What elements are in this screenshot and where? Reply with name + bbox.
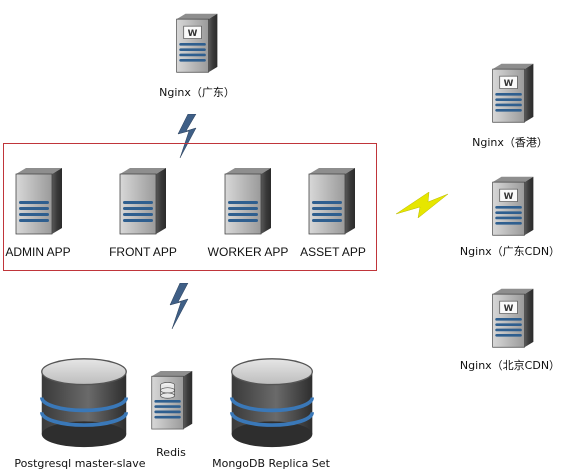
nginx-beijing-cdn-node	[490, 287, 536, 349]
redis-node	[150, 368, 194, 432]
nginx-guangdong-cdn-label: Nginx（广东CDN）	[459, 245, 561, 258]
redis-label: Redis	[156, 446, 186, 459]
asset-app-node	[307, 166, 357, 236]
database-cylinder-icon	[40, 357, 128, 449]
nginx-guangdong-cdn-node	[490, 175, 536, 237]
asset-app-label: ASSET APP	[300, 245, 366, 259]
database-cylinder-icon	[230, 357, 314, 449]
nginx-hongkong-label: Nginx（香港）	[472, 136, 548, 149]
nginx-beijing-cdn-label: Nginx（北京CDN）	[459, 359, 561, 372]
admin-app-node	[14, 166, 64, 236]
link-apps-to-cdn-icon	[396, 192, 448, 218]
front-app-node	[118, 166, 168, 236]
worker-app-node	[223, 166, 273, 236]
server-tower-icon	[307, 166, 357, 236]
front-app-label: FRONT APP	[109, 245, 177, 259]
server-tower-icon	[223, 166, 273, 236]
server-tower-icon	[14, 166, 64, 236]
postgresql-label: Postgresql master-slave	[14, 457, 146, 470]
web-server-icon	[490, 287, 536, 349]
nginx-guangdong-label: Nginx（广东）	[159, 86, 235, 99]
postgresql-node	[40, 357, 128, 449]
nginx-hongkong-node	[490, 62, 536, 124]
web-server-icon	[490, 62, 536, 124]
mongodb-node	[230, 357, 314, 449]
web-server-icon	[490, 175, 536, 237]
app-cluster-group	[3, 143, 377, 271]
admin-app-label: ADMIN APP	[5, 245, 71, 259]
server-tower-icon	[118, 166, 168, 236]
database-server-icon	[150, 368, 194, 432]
web-server-icon	[174, 12, 220, 74]
link-apps-to-databases-icon	[169, 283, 189, 329]
worker-app-label: WORKER APP	[207, 245, 289, 259]
mongodb-label: MongoDB Replica Set	[212, 457, 330, 470]
nginx-guangdong-node	[174, 12, 220, 74]
